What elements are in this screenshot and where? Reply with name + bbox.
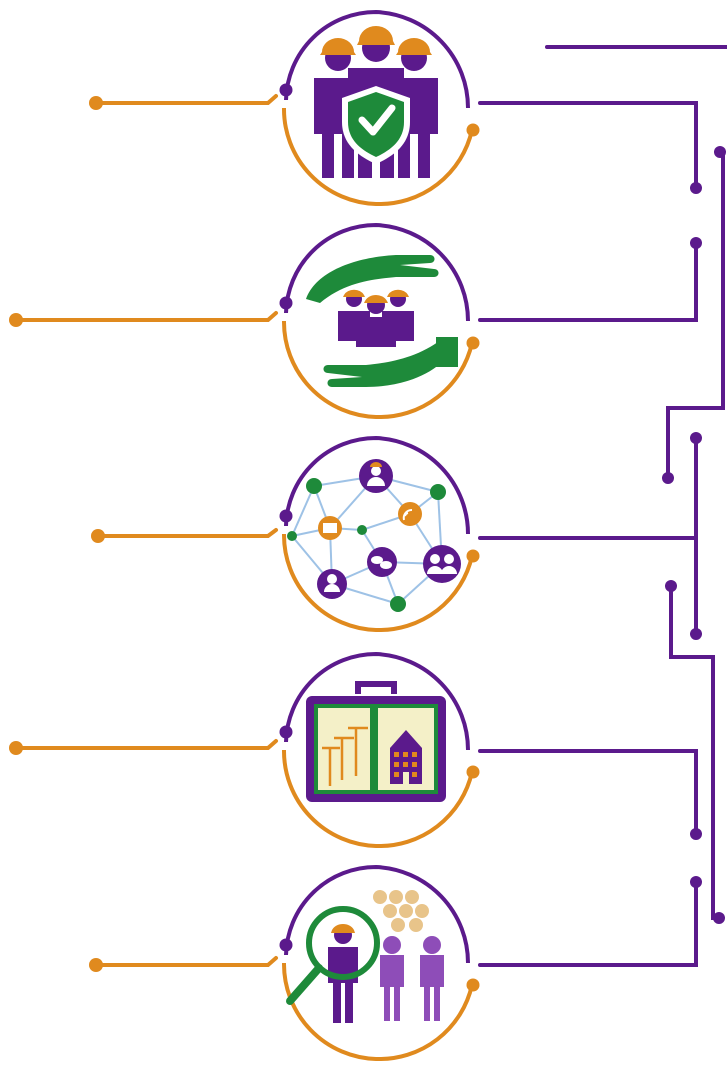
communication-network-icon: [287, 459, 461, 612]
node-network: [277, 436, 482, 633]
construction-portfolio-icon: [306, 681, 446, 802]
wire-node-2: [478, 241, 698, 322]
node-portfolio: [277, 652, 482, 849]
wire-node-1: [478, 101, 698, 190]
circuit-dots: [662, 146, 726, 924]
node-hands-workers: [277, 223, 482, 420]
wire-node-5: [478, 880, 698, 967]
worker-magnifier-icon: [286, 890, 444, 1023]
lead-lines: [14, 94, 278, 967]
hands-protecting-workers-icon: [306, 255, 458, 387]
circuit-wiring: [478, 45, 727, 967]
node-workers-shield: [277, 10, 482, 207]
workers-shield-icon: [314, 26, 438, 178]
node-worker-search: [277, 865, 482, 1062]
wire-node-4: [478, 749, 698, 836]
lead-dots: [9, 96, 105, 972]
